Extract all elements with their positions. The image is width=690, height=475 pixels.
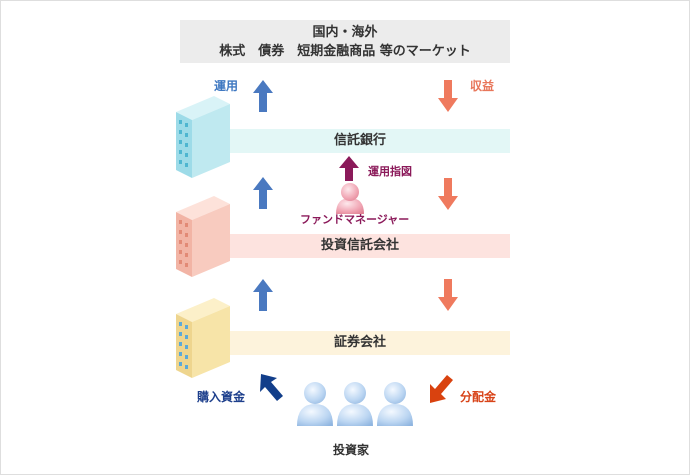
market-line-2: 株式 債券 短期金融商品 等のマーケット	[219, 44, 471, 59]
market-box: 国内・海外 株式 債券 短期金融商品 等のマーケット	[180, 20, 510, 63]
down-arrow-icon	[438, 80, 458, 112]
investment-trust-label: 投資信託会社	[320, 238, 399, 253]
instruction-arrow-icon	[339, 156, 359, 181]
distribution-label: 分配金	[460, 390, 497, 404]
fund-manager-person-icon	[336, 183, 364, 214]
securities-band: 証券会社	[210, 331, 510, 355]
purchase-label: 購入資金	[197, 390, 246, 404]
instruction-label: 運用指図	[368, 165, 412, 178]
securities-label: 証券会社	[333, 335, 386, 350]
trust-bank-building-icon	[176, 96, 230, 178]
unyo-label: 運用	[214, 79, 239, 93]
trust-bank-band: 信託銀行	[210, 129, 510, 153]
up-arrow-icon	[253, 80, 273, 112]
securities-building-icon	[176, 298, 230, 378]
investor-person-icon	[337, 382, 373, 426]
down-arrow-icon	[438, 279, 458, 311]
fund-manager-label: ファンドマネージャー	[300, 213, 410, 226]
investor-person-icon	[297, 382, 333, 426]
investor-person-icon	[377, 382, 413, 426]
trust-bank-label: 信託銀行	[333, 133, 386, 148]
investment-trust-building-icon	[176, 196, 230, 277]
shueki-label: 収益	[470, 79, 495, 93]
investment-trust-band: 投資信託会社	[210, 234, 510, 258]
market-line-1: 国内・海外	[312, 25, 378, 40]
purchase-arrow-icon	[260, 374, 283, 401]
investors-label: 投資家	[333, 443, 370, 457]
up-arrow-icon	[253, 177, 273, 209]
down-arrow-icon	[438, 178, 458, 210]
up-arrow-icon	[253, 279, 273, 311]
distribution-arrow-icon	[430, 375, 453, 403]
